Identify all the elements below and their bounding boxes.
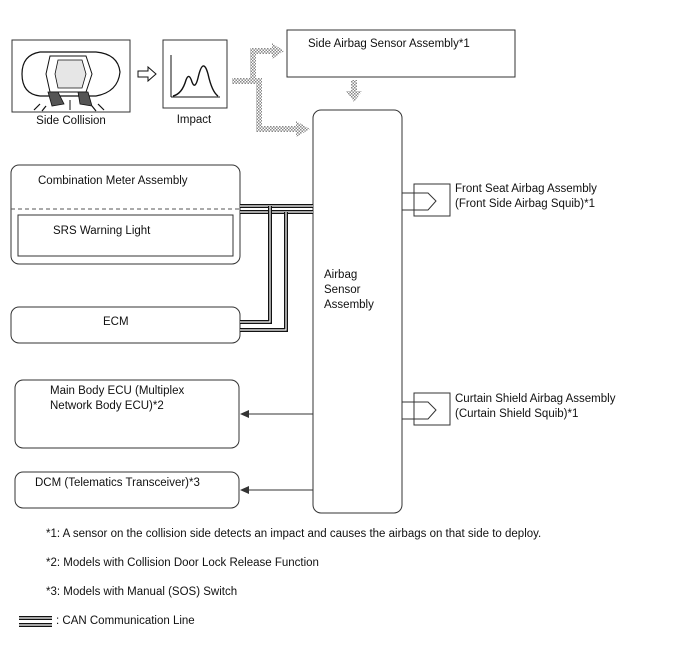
- can-line-legend-icon: [19, 616, 52, 627]
- main-body-ecu-box: [14, 379, 240, 449]
- airbag-sensor-label-line3: Assembly: [324, 299, 374, 311]
- side-airbag-sensor-box: [286, 29, 516, 78]
- front-seat-airbag-label-line1: Front Seat Airbag Assembly: [455, 183, 597, 195]
- srs-warning-light-box: [17, 214, 234, 257]
- side-collision-label: Side Collision: [36, 115, 106, 127]
- front-seat-airbag-squib-icon: [402, 183, 451, 217]
- can-communication-lines: [240, 204, 313, 332]
- airbag-sensor-label-line1: Airbag: [324, 269, 357, 281]
- airbag-sensor-assembly-box: [312, 109, 403, 514]
- dcm-arrow-icon: [240, 486, 313, 494]
- airbag-sensor-label-line2: Sensor: [324, 284, 361, 296]
- curtain-shield-airbag-label-line2: (Curtain Shield Squib)*1: [455, 408, 578, 420]
- dcm-label: DCM (Telematics Transceiver)*3: [35, 477, 200, 489]
- front-seat-airbag-label-line2: (Front Side Airbag Squib)*1: [455, 198, 595, 210]
- curtain-shield-airbag-squib-icon: [402, 392, 451, 426]
- flow-arrow-icon: [137, 65, 157, 83]
- curtain-shield-airbag-label-line1: Curtain Shield Airbag Assembly: [455, 393, 616, 405]
- impact-signal-arrows: [232, 43, 362, 137]
- dcm-box: [14, 471, 240, 509]
- ecm-label: ECM: [103, 316, 129, 328]
- footnote-3: *3: Models with Manual (SOS) Switch: [46, 586, 237, 598]
- combination-meter-label: Combination Meter Assembly: [38, 175, 188, 187]
- main-body-ecu-arrow-icon: [240, 410, 313, 418]
- side-airbag-sensor-label: Side Airbag Sensor Assembly*1: [308, 38, 470, 50]
- footnote-2: *2: Models with Collision Door Lock Rele…: [46, 557, 319, 569]
- impact-label: Impact: [177, 114, 212, 126]
- can-line-legend-label: : CAN Communication Line: [56, 615, 195, 627]
- srs-warning-light-label: SRS Warning Light: [53, 225, 151, 237]
- side-collision-car-icon: [11, 39, 131, 113]
- main-body-ecu-label-line1: Main Body ECU (Multiplex: [50, 385, 184, 397]
- impact-graph-icon: [162, 39, 228, 109]
- footnote-1: *1: A sensor on the collision side detec…: [46, 528, 541, 540]
- ecm-box: [10, 306, 241, 344]
- main-body-ecu-label-line2: Network Body ECU)*2: [50, 400, 164, 412]
